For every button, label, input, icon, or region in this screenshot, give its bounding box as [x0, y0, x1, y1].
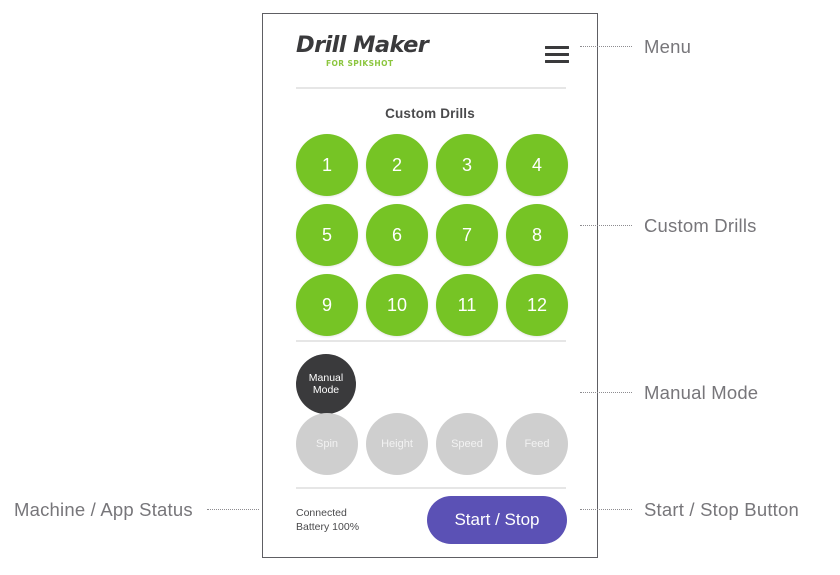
drill-button-12[interactable]: 12 [506, 274, 568, 336]
annotation-machine-app-status: Machine / App Status [14, 496, 259, 524]
custom-drills-title: Custom Drills [385, 106, 475, 121]
battery-status: Battery 100% [296, 521, 360, 534]
brand-title: Drill Maker [296, 32, 429, 58]
leader-line [580, 225, 632, 227]
manual-control-height[interactable]: Height [366, 413, 428, 475]
drill-button-6[interactable]: 6 [366, 204, 428, 266]
drill-button-3[interactable]: 3 [436, 134, 498, 196]
divider-header [296, 87, 566, 89]
drill-button-10[interactable]: 10 [366, 274, 428, 336]
annotation-manual-mode-label: Manual Mode [644, 382, 759, 403]
annotation-custom-drills: Custom Drills [580, 212, 757, 240]
start-stop-button[interactable]: Start / Stop [427, 496, 567, 544]
app-header: Drill Maker FOR SPIKSHOT [263, 14, 597, 76]
machine-status-text: Connected Battery 100% [296, 506, 359, 534]
manual-control-speed[interactable]: Speed [436, 413, 498, 475]
annotation-menu: Menu [580, 33, 691, 61]
menu-bar-top [545, 46, 569, 50]
menu-bar-bottom [545, 60, 569, 64]
manual-control-feed[interactable]: Feed [506, 413, 568, 475]
annotation-custom-drills-label: Custom Drills [644, 215, 757, 236]
menu-bar-middle [545, 53, 569, 57]
leader-line [580, 509, 632, 511]
drill-button-4[interactable]: 4 [506, 134, 568, 196]
divider-manual-mode [296, 340, 566, 342]
drill-button-7[interactable]: 7 [436, 204, 498, 266]
connection-status: Connected [296, 507, 347, 519]
annotation-start-stop-label: Start / Stop Button [644, 499, 799, 520]
phone-frame: Drill Maker FOR SPIKSHOT Custom Drills 1… [262, 13, 598, 558]
brand-subtitle: FOR SPIKSHOT [326, 58, 394, 68]
annotation-menu-label: Menu [644, 36, 692, 57]
annotation-start-stop-button: Start / Stop Button [580, 496, 799, 524]
drill-button-2[interactable]: 2 [366, 134, 428, 196]
app-logo: Drill Maker FOR SPIKSHOT [296, 34, 476, 67]
hamburger-menu-icon[interactable] [545, 46, 569, 64]
annotation-machine-app-status-label: Machine / App Status [14, 499, 193, 520]
leader-line [206, 509, 259, 511]
manual-mode-label-line1: Manual [308, 371, 344, 384]
manual-mode-label-line2: Mode [312, 384, 340, 396]
custom-drills-grid: 1 2 3 4 5 6 7 8 9 10 11 12 [296, 134, 568, 336]
drill-button-1[interactable]: 1 [296, 134, 358, 196]
drill-button-9[interactable]: 9 [296, 274, 358, 336]
leader-line [580, 46, 632, 48]
drill-button-11[interactable]: 11 [436, 274, 498, 336]
drill-button-5[interactable]: 5 [296, 204, 358, 266]
drill-button-8[interactable]: 8 [506, 204, 568, 266]
leader-line [580, 392, 632, 394]
manual-controls-row: Spin Height Speed Feed [296, 413, 568, 475]
annotation-manual-mode: Manual Mode [580, 379, 758, 407]
manual-mode-button[interactable]: Manual Mode [296, 354, 356, 414]
divider-status [296, 487, 566, 489]
manual-control-spin[interactable]: Spin [296, 413, 358, 475]
